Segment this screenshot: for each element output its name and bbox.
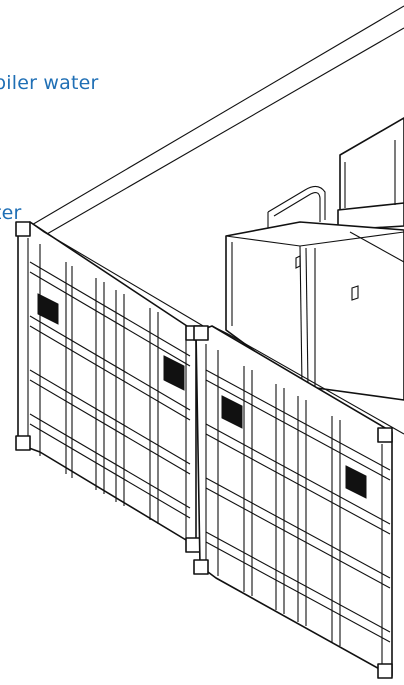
vent-icon <box>221 395 243 429</box>
container-right <box>193 325 404 679</box>
vent-icon <box>345 465 367 499</box>
roof-inner-edge <box>39 27 404 239</box>
top-box <box>337 117 404 231</box>
callout-label-water: ter <box>0 202 22 224</box>
container-left <box>15 221 211 553</box>
vent-icon <box>37 293 59 325</box>
callout-label-boiler-water: biler water <box>0 72 99 94</box>
roof-frame <box>225 221 404 401</box>
vent-icon <box>163 355 185 391</box>
roof-top-edge <box>29 5 404 227</box>
